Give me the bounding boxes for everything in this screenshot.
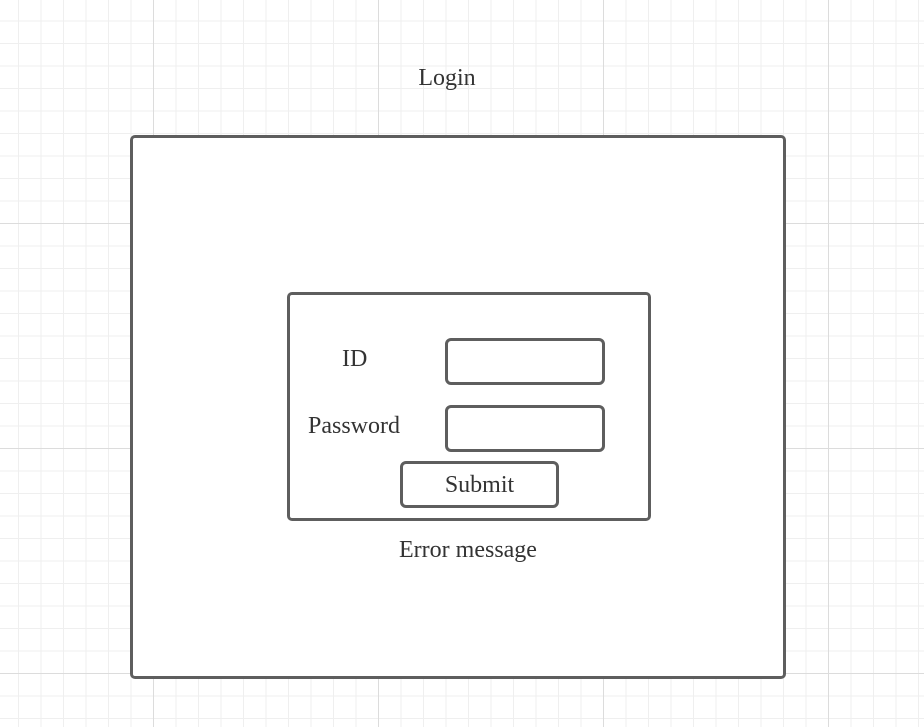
password-input[interactable]	[445, 405, 605, 452]
submit-button[interactable]: Submit	[400, 461, 559, 508]
page-title: Login	[418, 65, 476, 91]
id-label: ID	[342, 346, 368, 372]
id-input[interactable]	[445, 338, 605, 385]
error-message: Error message	[399, 537, 537, 563]
password-label: Password	[308, 413, 401, 439]
